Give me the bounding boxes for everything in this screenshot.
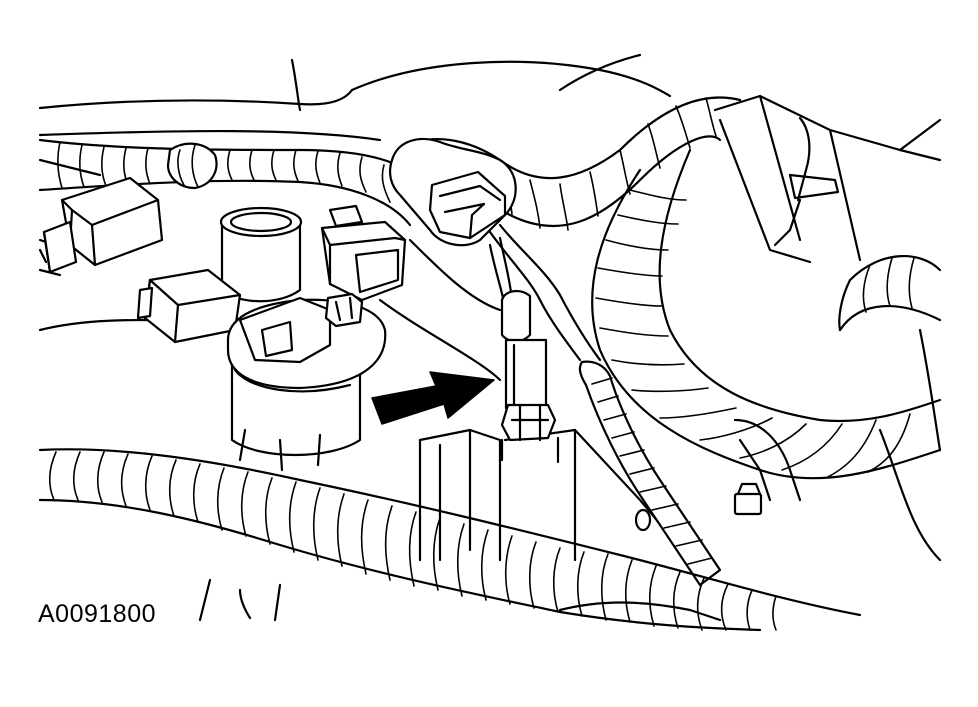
- center-sensor-assembly: [136, 204, 407, 472]
- center-connector-and-wires: [389, 138, 722, 587]
- figure-id-label: A0091800: [38, 600, 157, 628]
- lower-wiring-harness: [38, 448, 862, 632]
- left-electrical-connector: [38, 176, 164, 274]
- background-structure: [38, 53, 942, 622]
- pointer-arrow: [371, 371, 495, 425]
